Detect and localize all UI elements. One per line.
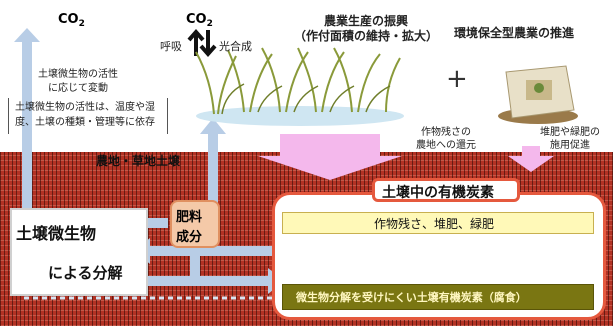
compost-bag-icon [498, 65, 578, 124]
residue-compost-bar [282, 212, 594, 234]
farmland-soil-label: 農地・草地土壌 [96, 154, 181, 168]
fertilizer-box [170, 200, 220, 248]
eco-farming-title: 環境保全型農業の推進 [454, 26, 575, 40]
crop-field-icon [195, 47, 404, 126]
microbe-activity-note: 土壌微生物の活性 に応じて変動 [38, 69, 118, 94]
photosynthesis-label: 光合成 [219, 40, 252, 53]
compost-promotion-label: 堆肥や緑肥の 施用促進 [540, 127, 600, 151]
co2-label-right: CO2 [186, 12, 213, 29]
microbe-activity-factors: 土壌微生物の活性は、温度や湿 度、土壌の種類・管理等に依存 [8, 98, 168, 134]
fertilizer-label-line1: 肥料 [176, 210, 203, 225]
residue-compost-text: 作物残さ、堆肥、緑肥 [374, 217, 495, 231]
arrow-microbe-to-fertilizer [148, 218, 168, 228]
microbe-label-line1: 土壌微生物 [16, 224, 97, 243]
humus-text: 微生物分解を受けにくい土壌有機炭素（腐食） [296, 291, 527, 304]
arrow-microbe-to-respiration [200, 118, 226, 204]
organic-carbon-title: 土壌中の有機炭素 [382, 185, 494, 201]
respiration-label: 呼吸 [160, 40, 182, 53]
humus-bar [282, 284, 594, 310]
fertilizer-label-line2: 成分 [176, 230, 203, 245]
arrow-fertilizer-down [190, 248, 200, 276]
arrow-microbe-to-humus [140, 268, 284, 294]
photosynthesis-arrow-icon [199, 30, 217, 58]
microbe-box [10, 208, 148, 296]
microbe-label-line2: による分解 [48, 264, 123, 282]
residue-return-label: 作物残さの 農地への還元 [416, 127, 476, 151]
agriculture-promotion-title: 農業生産の振興 （作付面積の維持・拡大） [294, 14, 439, 43]
arrow-residue-return [258, 134, 402, 180]
arrow-microbe-to-co2 [14, 28, 40, 208]
co2-label-left: CO2 [58, 12, 85, 29]
arrow-compost-promo [508, 146, 554, 172]
organic-carbon-title-box [372, 178, 520, 202]
plus-sign: + [446, 64, 468, 94]
